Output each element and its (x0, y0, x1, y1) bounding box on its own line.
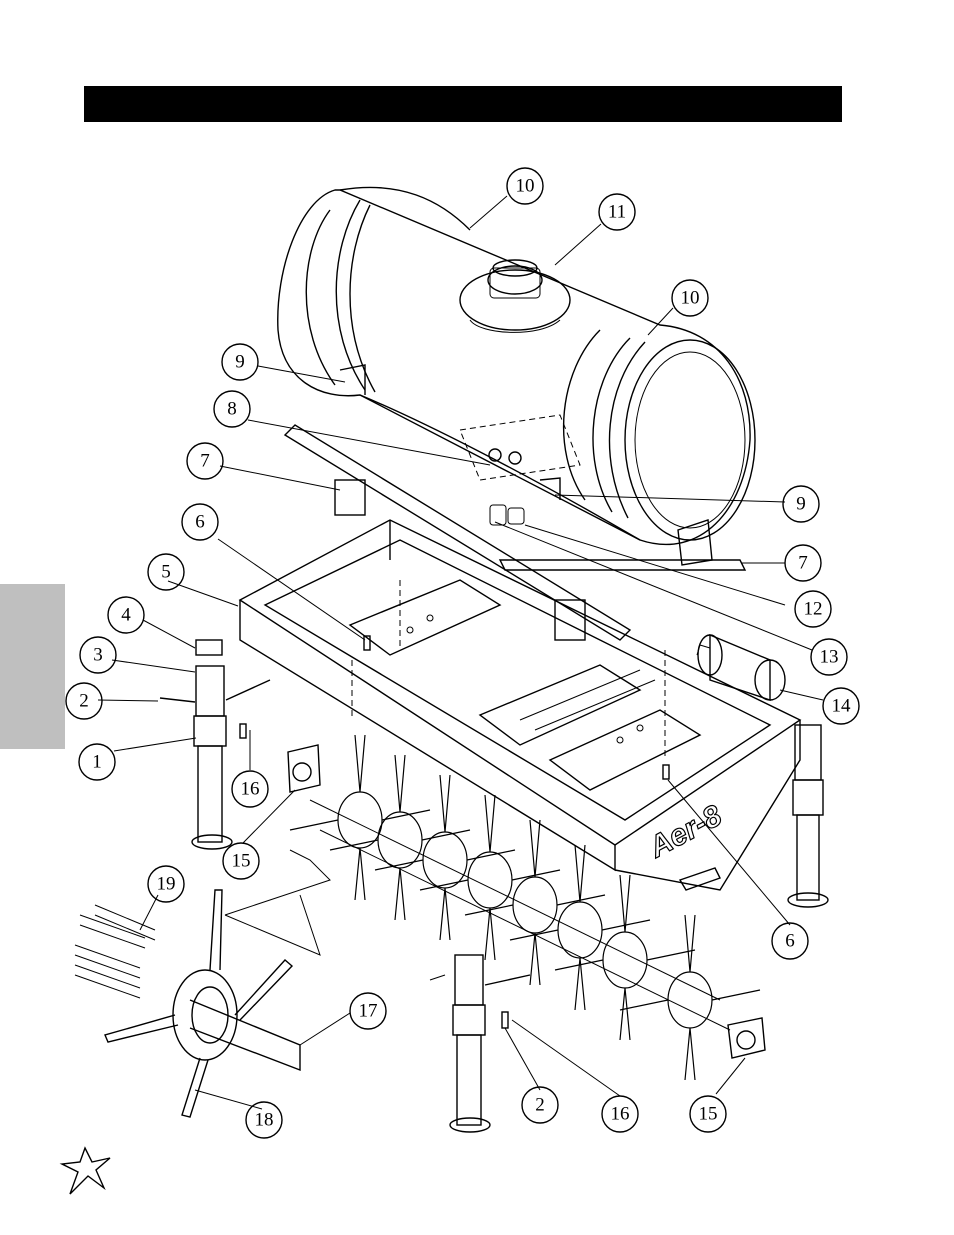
tank-cradles (283, 424, 747, 641)
svg-text:13: 13 (820, 647, 839, 668)
pump (696, 633, 786, 701)
stencil-logo-text: Aer-8 (643, 799, 727, 865)
svg-text:8: 8 (227, 399, 237, 420)
callout-16-left: 16 (231, 770, 269, 808)
svg-text:10: 10 (516, 176, 535, 197)
svg-text:2: 2 (79, 691, 89, 712)
svg-text:9: 9 (235, 352, 245, 373)
callout-7-right: 7 (784, 544, 822, 582)
callout-10-right: 10 (671, 279, 709, 317)
callout-14: 14 (822, 687, 860, 725)
svg-text:14: 14 (832, 696, 852, 717)
section-side-tab (0, 584, 65, 749)
svg-text:5: 5 (161, 562, 171, 583)
svg-text:11: 11 (608, 202, 626, 223)
section-header-bar (84, 86, 842, 122)
svg-text:6: 6 (195, 512, 205, 533)
callout-7-left: 7 (186, 442, 224, 480)
stand-left-rear (449, 954, 531, 1133)
callout-12: 12 (794, 590, 832, 628)
tank (277, 186, 756, 566)
svg-text:7: 7 (798, 553, 808, 574)
svg-text:17: 17 (359, 1001, 378, 1022)
callout-9-left: 9 (221, 343, 259, 381)
leader-lines (97, 195, 824, 1110)
callout-5: 5 (147, 553, 185, 591)
svg-text:16: 16 (241, 779, 260, 800)
hardware (239, 580, 670, 1029)
callout-13: 13 (810, 638, 848, 676)
svg-text:19: 19 (157, 874, 176, 895)
callout-2-left: 2 (65, 682, 103, 720)
hopper-frame: Aer-8 (238, 519, 802, 891)
callout-15-left: 15 (222, 842, 260, 880)
svg-text:10: 10 (681, 288, 700, 309)
svg-text:15: 15 (232, 851, 251, 872)
callout-8: 8 (213, 390, 251, 428)
callout-4: 4 (107, 596, 145, 634)
callout-17: 17 (349, 992, 387, 1030)
svg-text:3: 3 (93, 645, 103, 666)
callout-10-top: 10 (506, 167, 544, 205)
tine-shaft-assembly (289, 734, 761, 1081)
svg-text:18: 18 (255, 1110, 274, 1131)
callout-1: 1 (78, 743, 116, 781)
svg-text:2: 2 (535, 1095, 545, 1116)
callout-3: 3 (79, 636, 117, 674)
svg-text:16: 16 (611, 1104, 630, 1125)
callout-11: 11 (598, 193, 636, 231)
svg-text:6: 6 (785, 931, 795, 952)
bearing-left (287, 744, 321, 793)
callout-2-bottom: 2 (521, 1086, 559, 1124)
callout-19: 19 (147, 865, 185, 903)
callout-16-bottom: 16 (601, 1095, 639, 1133)
svg-text:1: 1 (92, 752, 102, 773)
callout-15-bottom: 15 (689, 1095, 727, 1133)
callout-9-right: 9 (782, 485, 820, 523)
stand-right-rear (787, 724, 829, 908)
stand-left-front (159, 639, 271, 850)
svg-text:7: 7 (200, 451, 210, 472)
callout-18: 18 (245, 1101, 283, 1139)
brand-star-icon (59, 1146, 111, 1195)
svg-text:9: 9 (796, 494, 806, 515)
callout-6-right: 6 (771, 922, 809, 960)
svg-text:12: 12 (804, 599, 823, 620)
svg-text:4: 4 (121, 605, 131, 626)
bearing-right (727, 1017, 766, 1059)
svg-text:15: 15 (699, 1104, 718, 1125)
callout-bubbles: 10 11 10 9 8 7 9 6 7 5 12 4 3 13 2 14 1 … (65, 167, 860, 1139)
callout-6-top: 6 (181, 503, 219, 541)
hub-detail (74, 849, 331, 1118)
